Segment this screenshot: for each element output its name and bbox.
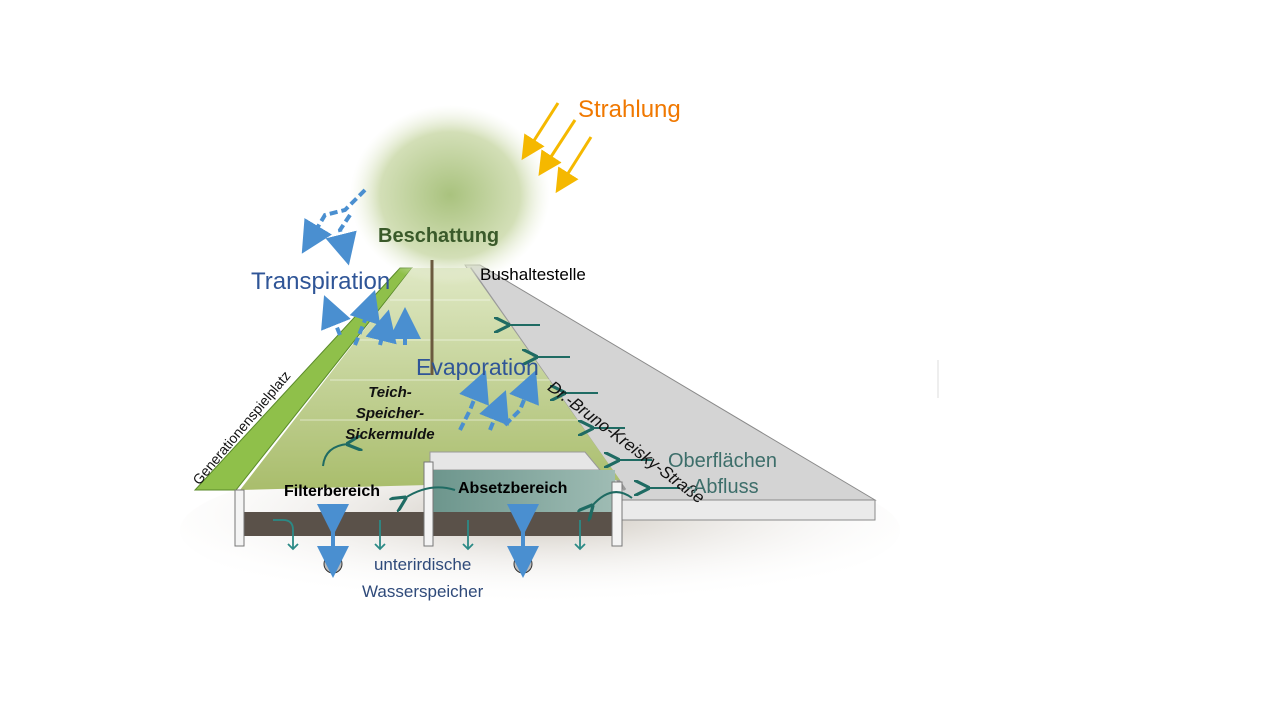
infiltration-arrows xyxy=(273,519,586,551)
label-mulde-line3: Sickermulde xyxy=(345,426,435,443)
label-beschattung: Beschattung xyxy=(378,225,500,247)
wall-right xyxy=(611,481,623,547)
settling-basin-wall xyxy=(429,451,602,471)
label-mulde: Teich- Speicher- Sickermulde xyxy=(330,382,450,445)
planted-swale xyxy=(240,268,620,490)
label-mulde-line2: Speicher- xyxy=(355,405,425,422)
transpiration-arrows xyxy=(301,188,539,431)
label-oberflaechen-line1: Oberflächen xyxy=(668,450,777,472)
label-speicher-line1: unterirdische xyxy=(373,555,472,574)
label-strahlung: Strahlung xyxy=(578,96,681,123)
wall-middle xyxy=(423,461,434,547)
label-mulde-line1: Teich- xyxy=(368,384,412,401)
tree-canopy xyxy=(350,105,550,285)
label-transpiration: Transpiration xyxy=(251,268,391,295)
label-oberflaechen-line2: -Abfluss xyxy=(686,476,759,498)
label-oberflaechenabfluss: Oberflächen -Abfluss xyxy=(668,448,777,500)
label-bushaltestelle: Bushaltestelle xyxy=(480,265,586,284)
label-filterbereich: Filterbereich xyxy=(284,483,381,500)
wall-left xyxy=(234,489,245,547)
label-evaporation: Evaporation xyxy=(416,354,539,380)
label-speicher-line2: Wasserspeicher xyxy=(362,582,484,601)
label-wasserspeicher: unterirdische Wasserspeicher xyxy=(362,551,483,605)
radiation-arrows xyxy=(521,102,593,194)
road-curb xyxy=(614,499,876,521)
runoff-arrows xyxy=(322,325,680,506)
label-absetzbereich: Absetzbereich xyxy=(458,480,568,497)
